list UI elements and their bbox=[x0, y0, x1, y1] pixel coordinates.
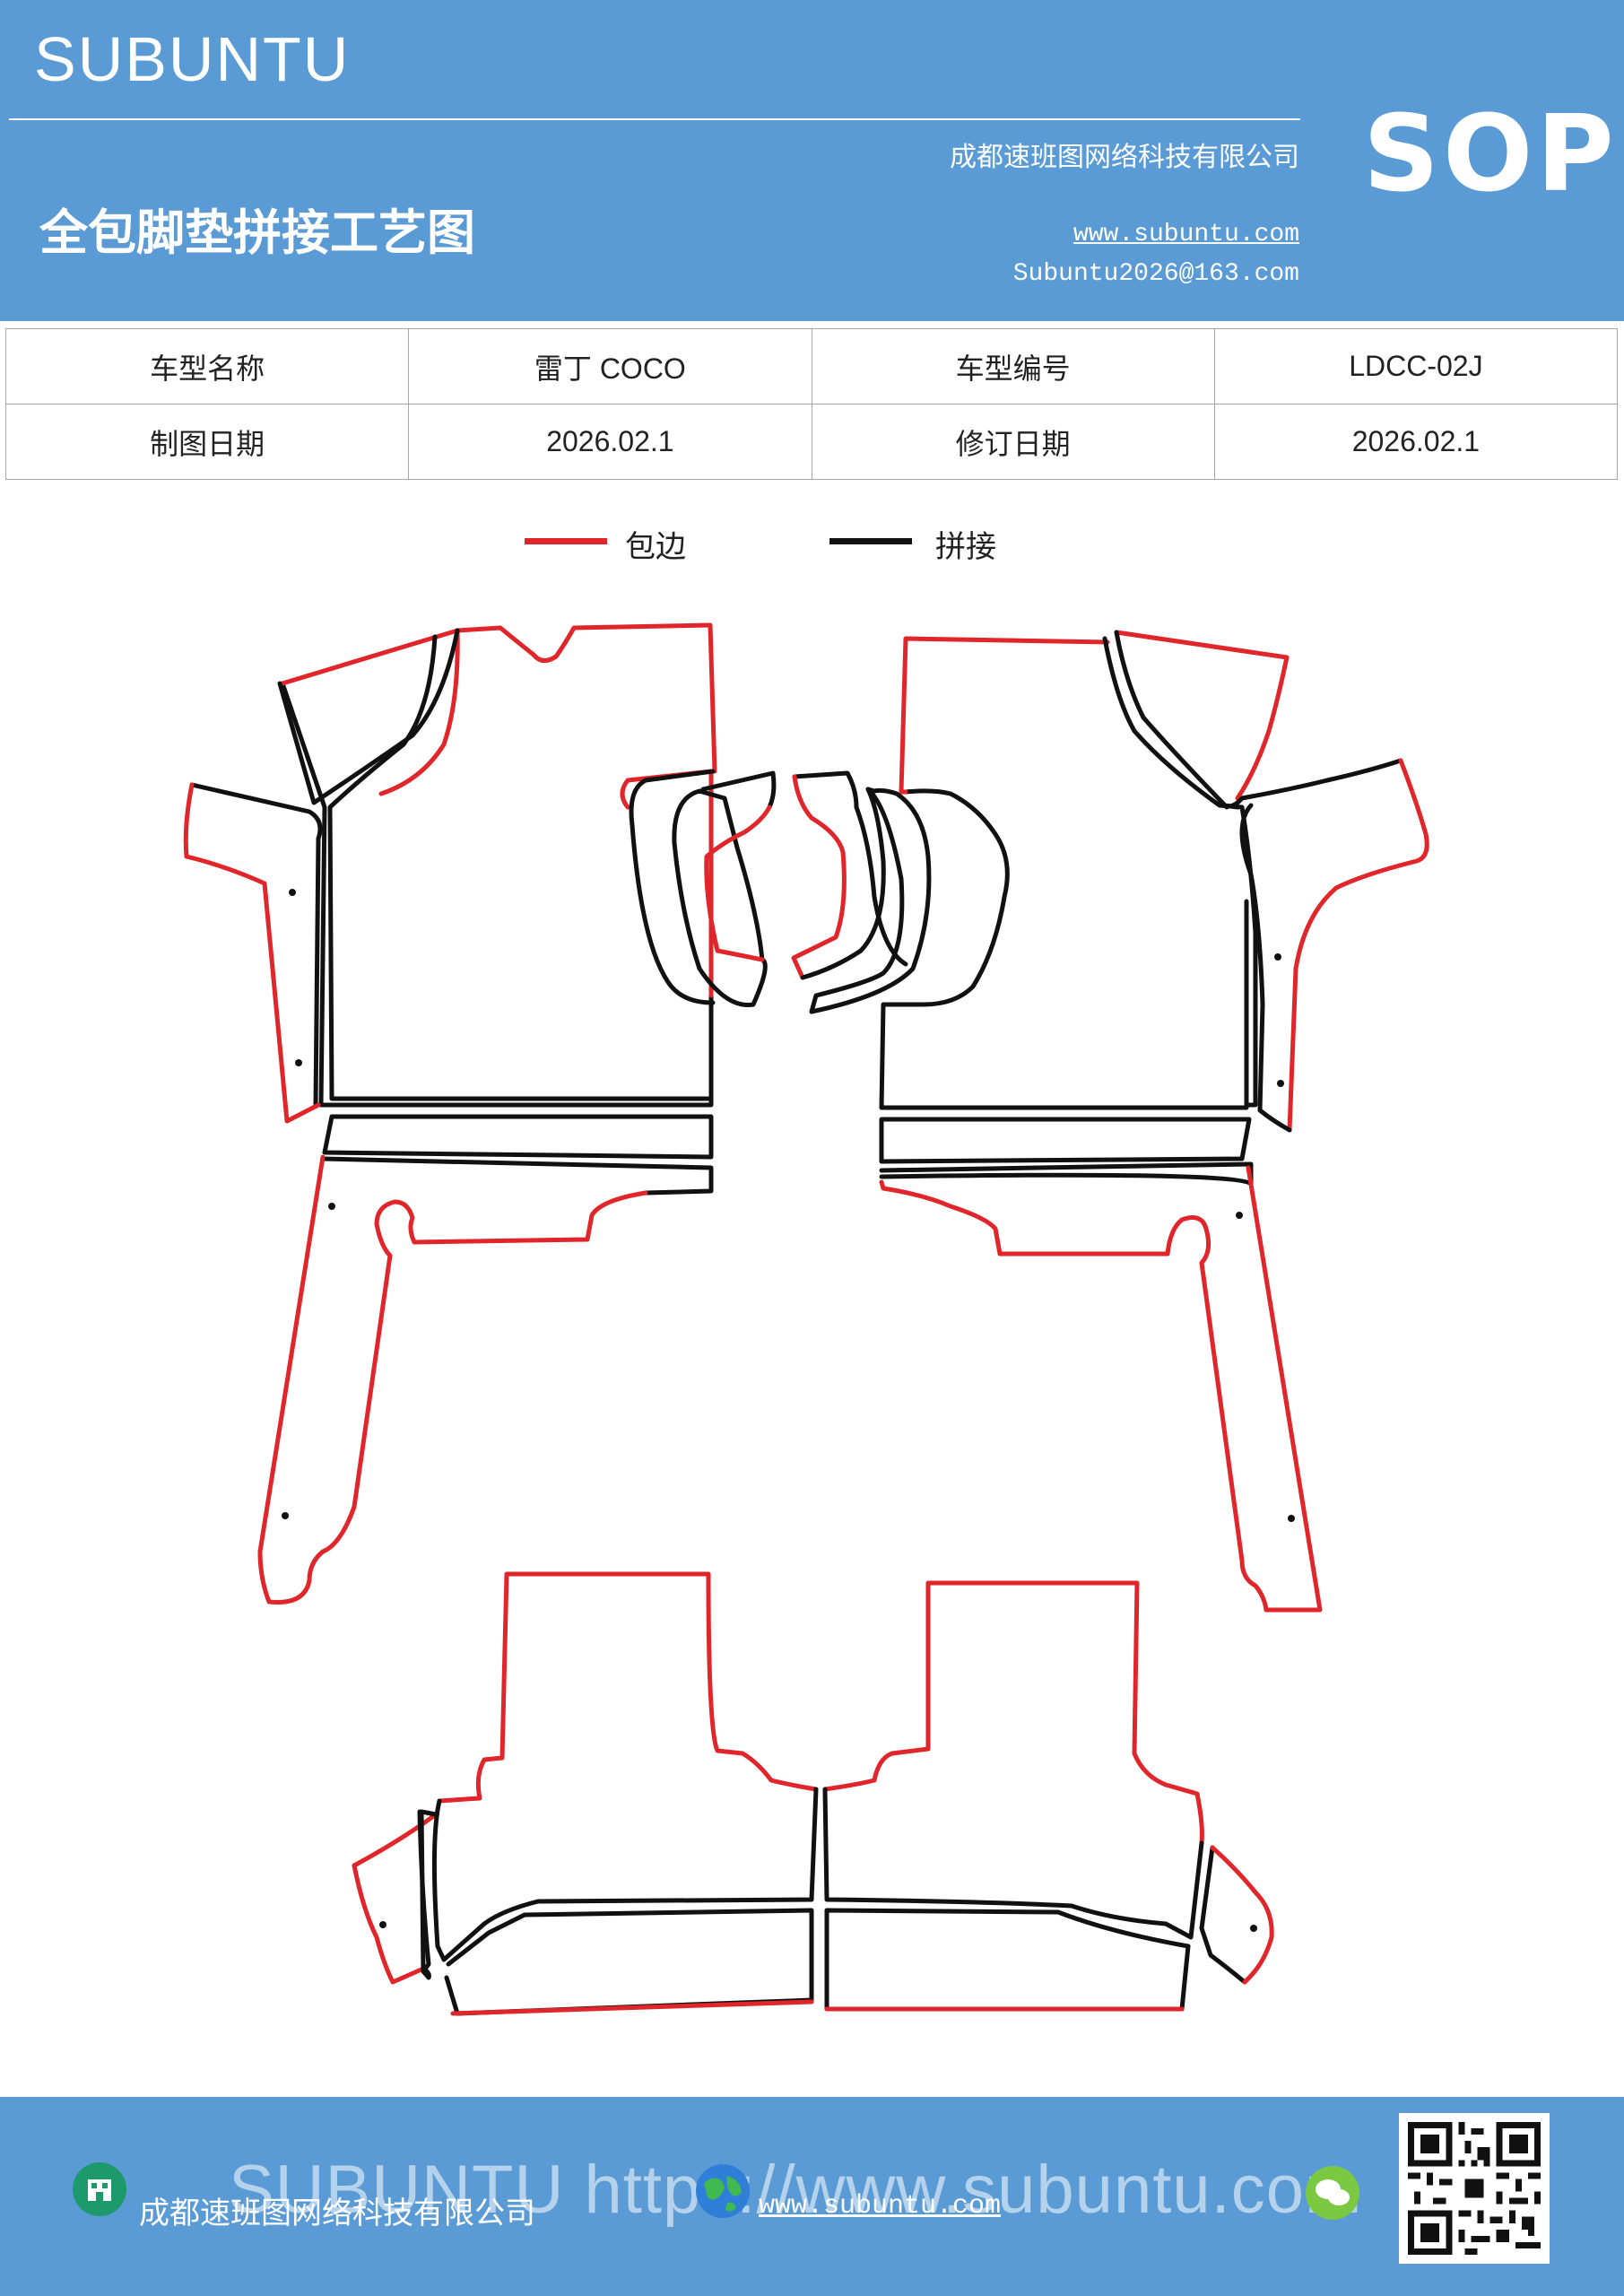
globe-icon bbox=[696, 2164, 750, 2218]
vehicle-info-table: 车型名称 雷丁 COCO 车型编号 LDCC-02J 制图日期 2026.02.… bbox=[4, 328, 1619, 480]
mat-clip-hole bbox=[1250, 1925, 1257, 1932]
page-title: 全包脚垫拼接工艺图 bbox=[39, 204, 475, 261]
table-row: 制图日期 2026.02.1 修订日期 2026.02.1 bbox=[4, 404, 1619, 480]
sop-badge: SOP bbox=[1363, 91, 1618, 215]
footer-watermark: SUBUNTU https://www.subuntu.com bbox=[229, 2152, 1363, 2228]
table-row: 车型名称 雷丁 COCO 车型编号 LDCC-02J bbox=[4, 328, 1619, 404]
website-link[interactable]: www.subuntu.com bbox=[1073, 221, 1299, 248]
front-left-mat bbox=[183, 622, 717, 1605]
brand-name: SUBUNTU bbox=[34, 24, 351, 94]
mat-clip-hole bbox=[289, 889, 296, 896]
footer-website-link[interactable]: www.subuntu.com bbox=[759, 2191, 1002, 2222]
mat-clip-hole bbox=[328, 1203, 335, 1210]
model-name-label: 车型名称 bbox=[4, 328, 410, 404]
floor-mat-diagram bbox=[183, 622, 1429, 2016]
company-name: 成都速班图网络科技有限公司 bbox=[950, 142, 1299, 173]
draw-date-label: 制图日期 bbox=[4, 404, 410, 480]
model-name-value: 雷丁 COCO bbox=[408, 328, 812, 404]
revise-date-label: 修订日期 bbox=[811, 404, 1215, 480]
model-code-value: LDCC-02J bbox=[1213, 328, 1619, 404]
mat-clip-hole bbox=[282, 1512, 289, 1519]
rear-right-mat bbox=[822, 1580, 1274, 2012]
mat-clip-hole bbox=[1288, 1515, 1295, 1522]
mat-clip-hole bbox=[1236, 1212, 1243, 1219]
center-tunnel-mats bbox=[629, 769, 932, 1014]
front-right-mat bbox=[879, 630, 1429, 1613]
seam-legend-label: 拼接 bbox=[935, 529, 996, 565]
mat-clip-hole bbox=[295, 1059, 302, 1066]
building-icon bbox=[73, 2162, 126, 2216]
edge-legend-swatch bbox=[525, 538, 607, 544]
revise-date-value: 2026.02.1 bbox=[1213, 404, 1619, 480]
footer-company-name: 成都速班图网络科技有限公司 bbox=[139, 2196, 535, 2231]
qr-code-icon bbox=[1399, 2113, 1550, 2264]
email-address: Subuntu2026@163.com bbox=[1012, 260, 1299, 288]
legend: 包边 拼接 bbox=[0, 520, 1624, 565]
model-code-label: 车型编号 bbox=[811, 328, 1215, 404]
draw-date-value: 2026.02.1 bbox=[408, 404, 812, 480]
footer-banner: SUBUNTU https://www.subuntu.com 成都速班图网络科… bbox=[0, 2097, 1624, 2296]
header-banner: SUBUNTU 成都速班图网络科技有限公司 全包脚垫拼接工艺图 www.subu… bbox=[0, 0, 1624, 321]
rear-left-mat bbox=[352, 1571, 819, 2016]
seam-legend-swatch bbox=[829, 538, 912, 544]
mat-clip-hole bbox=[1277, 1080, 1284, 1087]
mat-clip-hole bbox=[1274, 953, 1281, 961]
edge-legend-label: 包边 bbox=[625, 529, 686, 565]
wechat-icon[interactable] bbox=[1305, 2165, 1360, 2221]
header-divider bbox=[9, 118, 1300, 120]
mat-clip-hole bbox=[379, 1921, 386, 1928]
